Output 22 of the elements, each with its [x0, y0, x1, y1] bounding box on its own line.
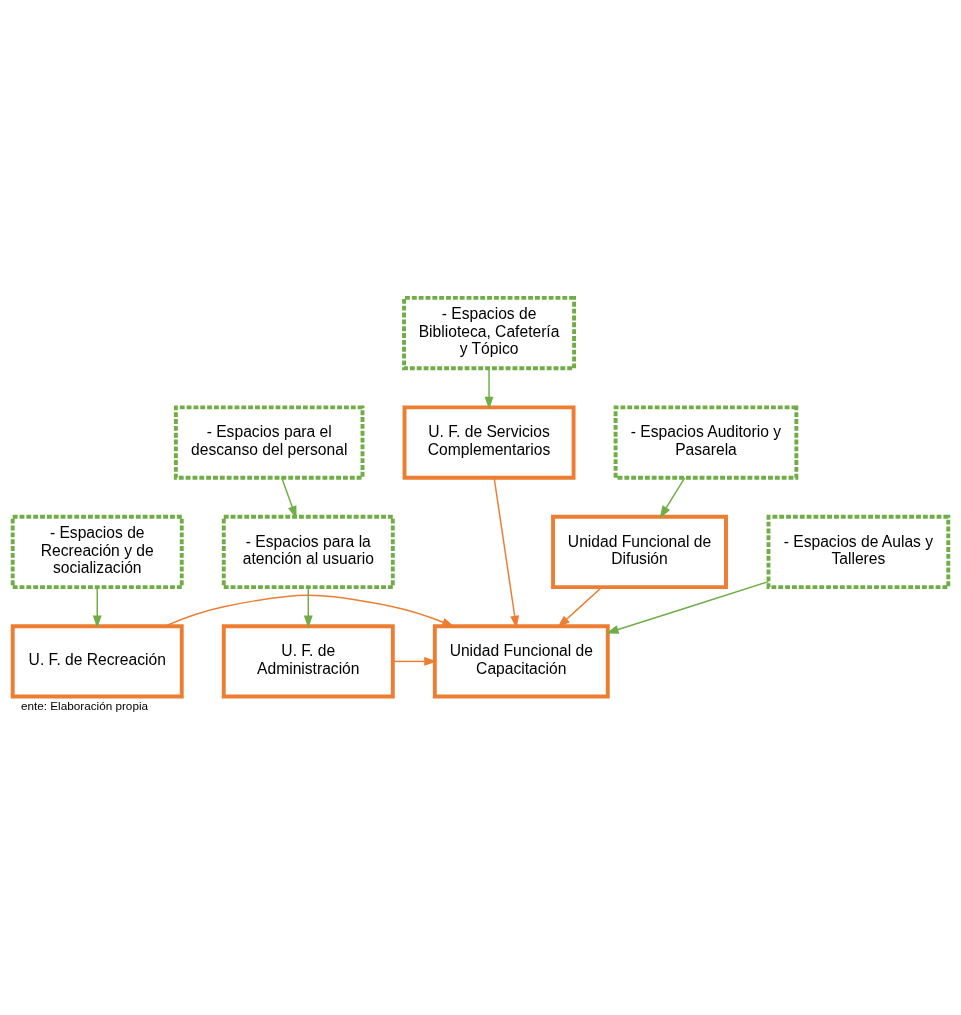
- arrow: [484, 367, 494, 410]
- node-box: Unidad Funcional de Capacitación: [432, 624, 610, 699]
- node-box: U. F. de Servicios Complementarios: [402, 405, 576, 480]
- arrow: [605, 580, 770, 634]
- node-box: - Espacios de Aulas y Talleres: [766, 514, 951, 590]
- node-box: - Espacios Auditorio y Pasarela: [613, 405, 799, 480]
- node-box: - Espacios para la atención al usuario: [221, 514, 395, 590]
- arrow: [280, 477, 297, 519]
- node-box: U. F. de Administración: [221, 624, 395, 699]
- node-box: U. F. de Recreación: [10, 624, 184, 699]
- arrow: [303, 586, 313, 629]
- arrow: [92, 586, 102, 629]
- caption: ente: Elaboración propia: [21, 698, 149, 712]
- arrow: [392, 656, 437, 666]
- node-box: - Espacios de Recreación y de socialización: [10, 514, 184, 590]
- arrow: [557, 586, 603, 628]
- arrow: [659, 477, 686, 519]
- node-box: Unidad Funcional de Difusión: [551, 514, 728, 590]
- arrow: [493, 477, 520, 629]
- node-box: - Espacios de Biblioteca, Cafetería y Tópico: [402, 295, 576, 371]
- node-box: - Espacios para el descanso del personal: [173, 405, 365, 480]
- arrow: [164, 594, 455, 627]
